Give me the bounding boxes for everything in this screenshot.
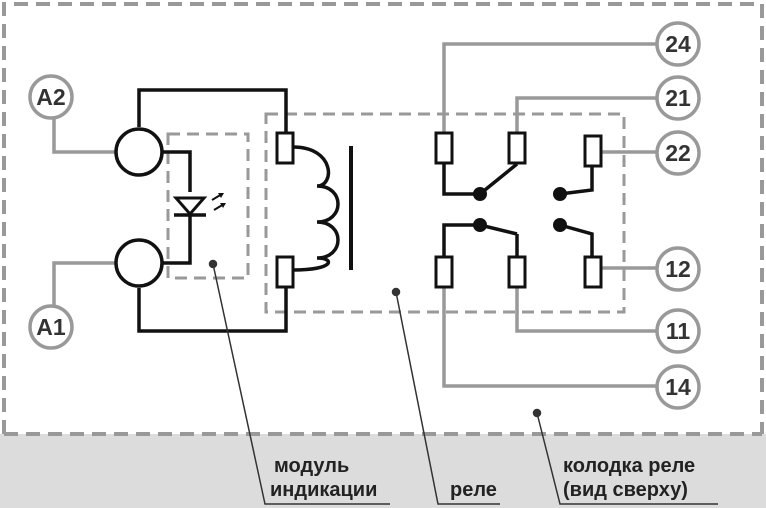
pin-22: [583, 134, 603, 168]
contact-14-lead: [442, 223, 480, 256]
caption-socket-line1: колодка реле: [563, 455, 695, 477]
pin-11: [507, 255, 527, 289]
wire-14: [442, 288, 656, 388]
leader-lines: [208, 259, 718, 505]
leader-module: [212, 263, 390, 505]
relay-pins: [275, 131, 603, 289]
contact-pivots: [473, 187, 567, 232]
caption-indication-module-line2: индикации: [270, 479, 377, 501]
caption-indication-module-line1: модуль: [274, 455, 349, 477]
wire-21: [515, 96, 656, 132]
terminal-12-label: 12: [665, 256, 691, 282]
wire-bottom-loop: [137, 288, 288, 333]
terminal-circles: [28, 21, 701, 410]
indication-module-outline: [166, 132, 250, 280]
led-diode-icon: [172, 193, 226, 217]
pin-24: [434, 131, 454, 165]
pin-21: [507, 131, 527, 165]
terminal-24-label: 24: [665, 31, 691, 57]
contact-21-lead: [478, 162, 519, 196]
footer-band: [0, 434, 766, 508]
pivot-lower-left: [473, 218, 487, 232]
pivot-upper-left: [473, 187, 487, 201]
black-wires: [137, 88, 594, 333]
pin-coil-bottom: [275, 255, 295, 289]
leader-socket: [536, 412, 718, 505]
wire-11: [515, 288, 656, 333]
terminal-21: [655, 75, 701, 121]
terminal-24: [655, 21, 701, 67]
terminal-a1: [28, 304, 74, 350]
terminal-11-label: 11: [666, 318, 691, 344]
wire-24: [442, 42, 656, 132]
wire-top-loop: [137, 88, 288, 133]
contact-24-lead: [442, 164, 480, 196]
terminal-14-label: 14: [665, 374, 691, 400]
terminal-14: [655, 364, 701, 410]
terminal-a2: [28, 74, 74, 120]
pivot-upper-right: [553, 187, 567, 201]
caption-socket-line2: (вид сверху): [563, 479, 688, 501]
relay-coil-icon: [292, 145, 340, 272]
contact-12-lead: [559, 223, 594, 256]
terminal-11: [655, 308, 701, 354]
terminal-22-label: 22: [665, 140, 691, 166]
terminal-22: [655, 130, 701, 176]
wire-led-top: [161, 150, 192, 192]
terminal-21-label: 21: [665, 85, 691, 111]
wire-led-bottom: [161, 216, 192, 265]
coil-pin-upper: [114, 127, 164, 177]
contact-22-lead: [559, 166, 594, 196]
pin-coil-top: [275, 131, 295, 165]
pin-12: [583, 255, 603, 289]
main-area: [0, 0, 766, 434]
caption-relay: реле: [450, 479, 497, 501]
terminal-12: [655, 246, 701, 292]
coil-pin-lower: [114, 238, 164, 288]
pivot-lower-right: [553, 218, 567, 232]
terminal-a2-label: A2: [36, 84, 65, 110]
pin-14: [434, 255, 454, 289]
leader-relay: [395, 291, 500, 505]
terminal-a1-label: A1: [36, 314, 66, 340]
